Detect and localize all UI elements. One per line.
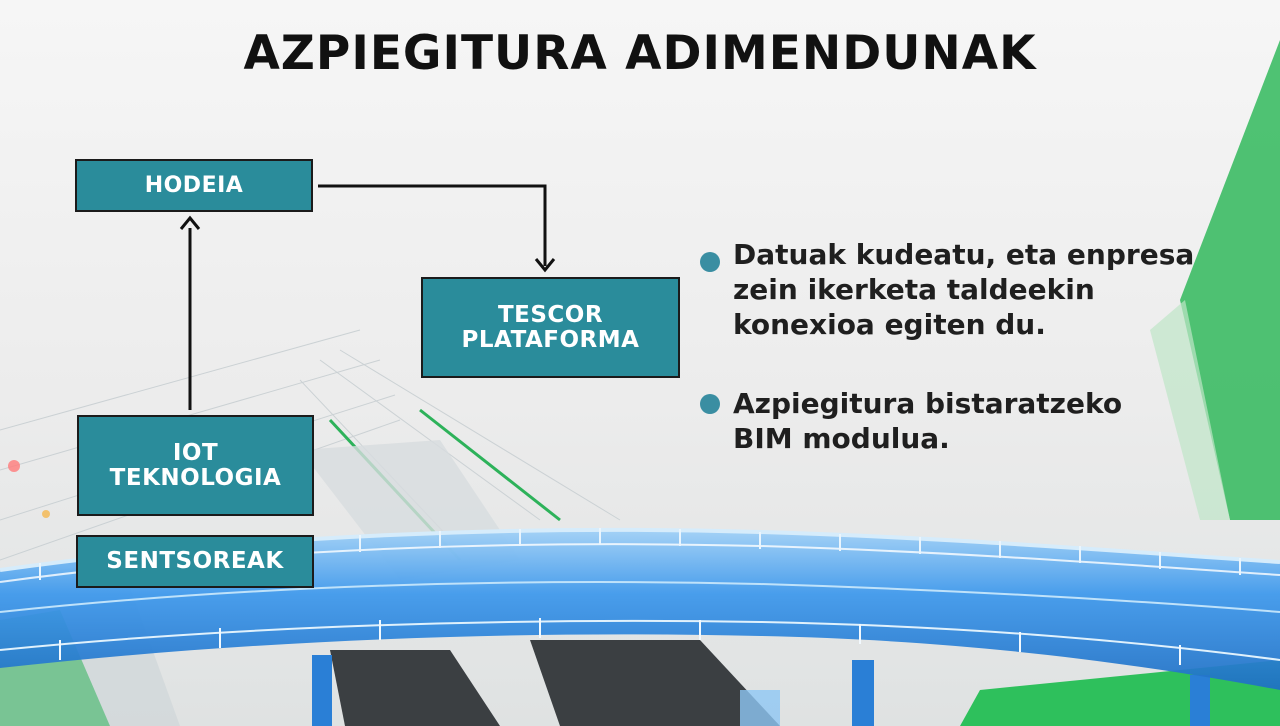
- node-tescor-label-line1: TESCOR: [497, 302, 604, 329]
- connector-arrows: [179, 184, 556, 410]
- bullet-text-1: Datuak kudeatu, eta enpresa zein ikerket…: [733, 238, 1195, 341]
- node-iot-teknologia: IOT TEKNOLOGIA: [77, 415, 314, 516]
- node-tescor-label-line2: PLATAFORMA: [461, 326, 640, 353]
- node-tescor-plataforma: TESCOR PLATAFORMA: [421, 277, 680, 378]
- node-iot-label-line2: TEKNOLOGIA: [109, 464, 282, 491]
- node-hodeia-label: HODEIA: [144, 172, 244, 198]
- bullet-dot-icon: [700, 394, 720, 414]
- node-sentsoreak: SENTSOREAK: [76, 535, 314, 588]
- bullet-item-1: Datuak kudeatu, eta enpresa zein ikerket…: [700, 237, 1270, 347]
- bullet-dot-icon: [700, 252, 720, 272]
- bullet-item-2: Azpiegitura bistaratzeko BIM modulua.: [700, 386, 1270, 461]
- node-sentsoreak-label: SENTSOREAK: [106, 548, 284, 575]
- page-title: AZPIEGITURA ADIMENDUNAK: [243, 26, 1037, 81]
- bullet-text-2: Azpiegitura bistaratzeko BIM modulua.: [733, 387, 1123, 455]
- node-iot-label-line1: IOT: [172, 440, 219, 467]
- node-hodeia: HODEIA: [75, 159, 313, 212]
